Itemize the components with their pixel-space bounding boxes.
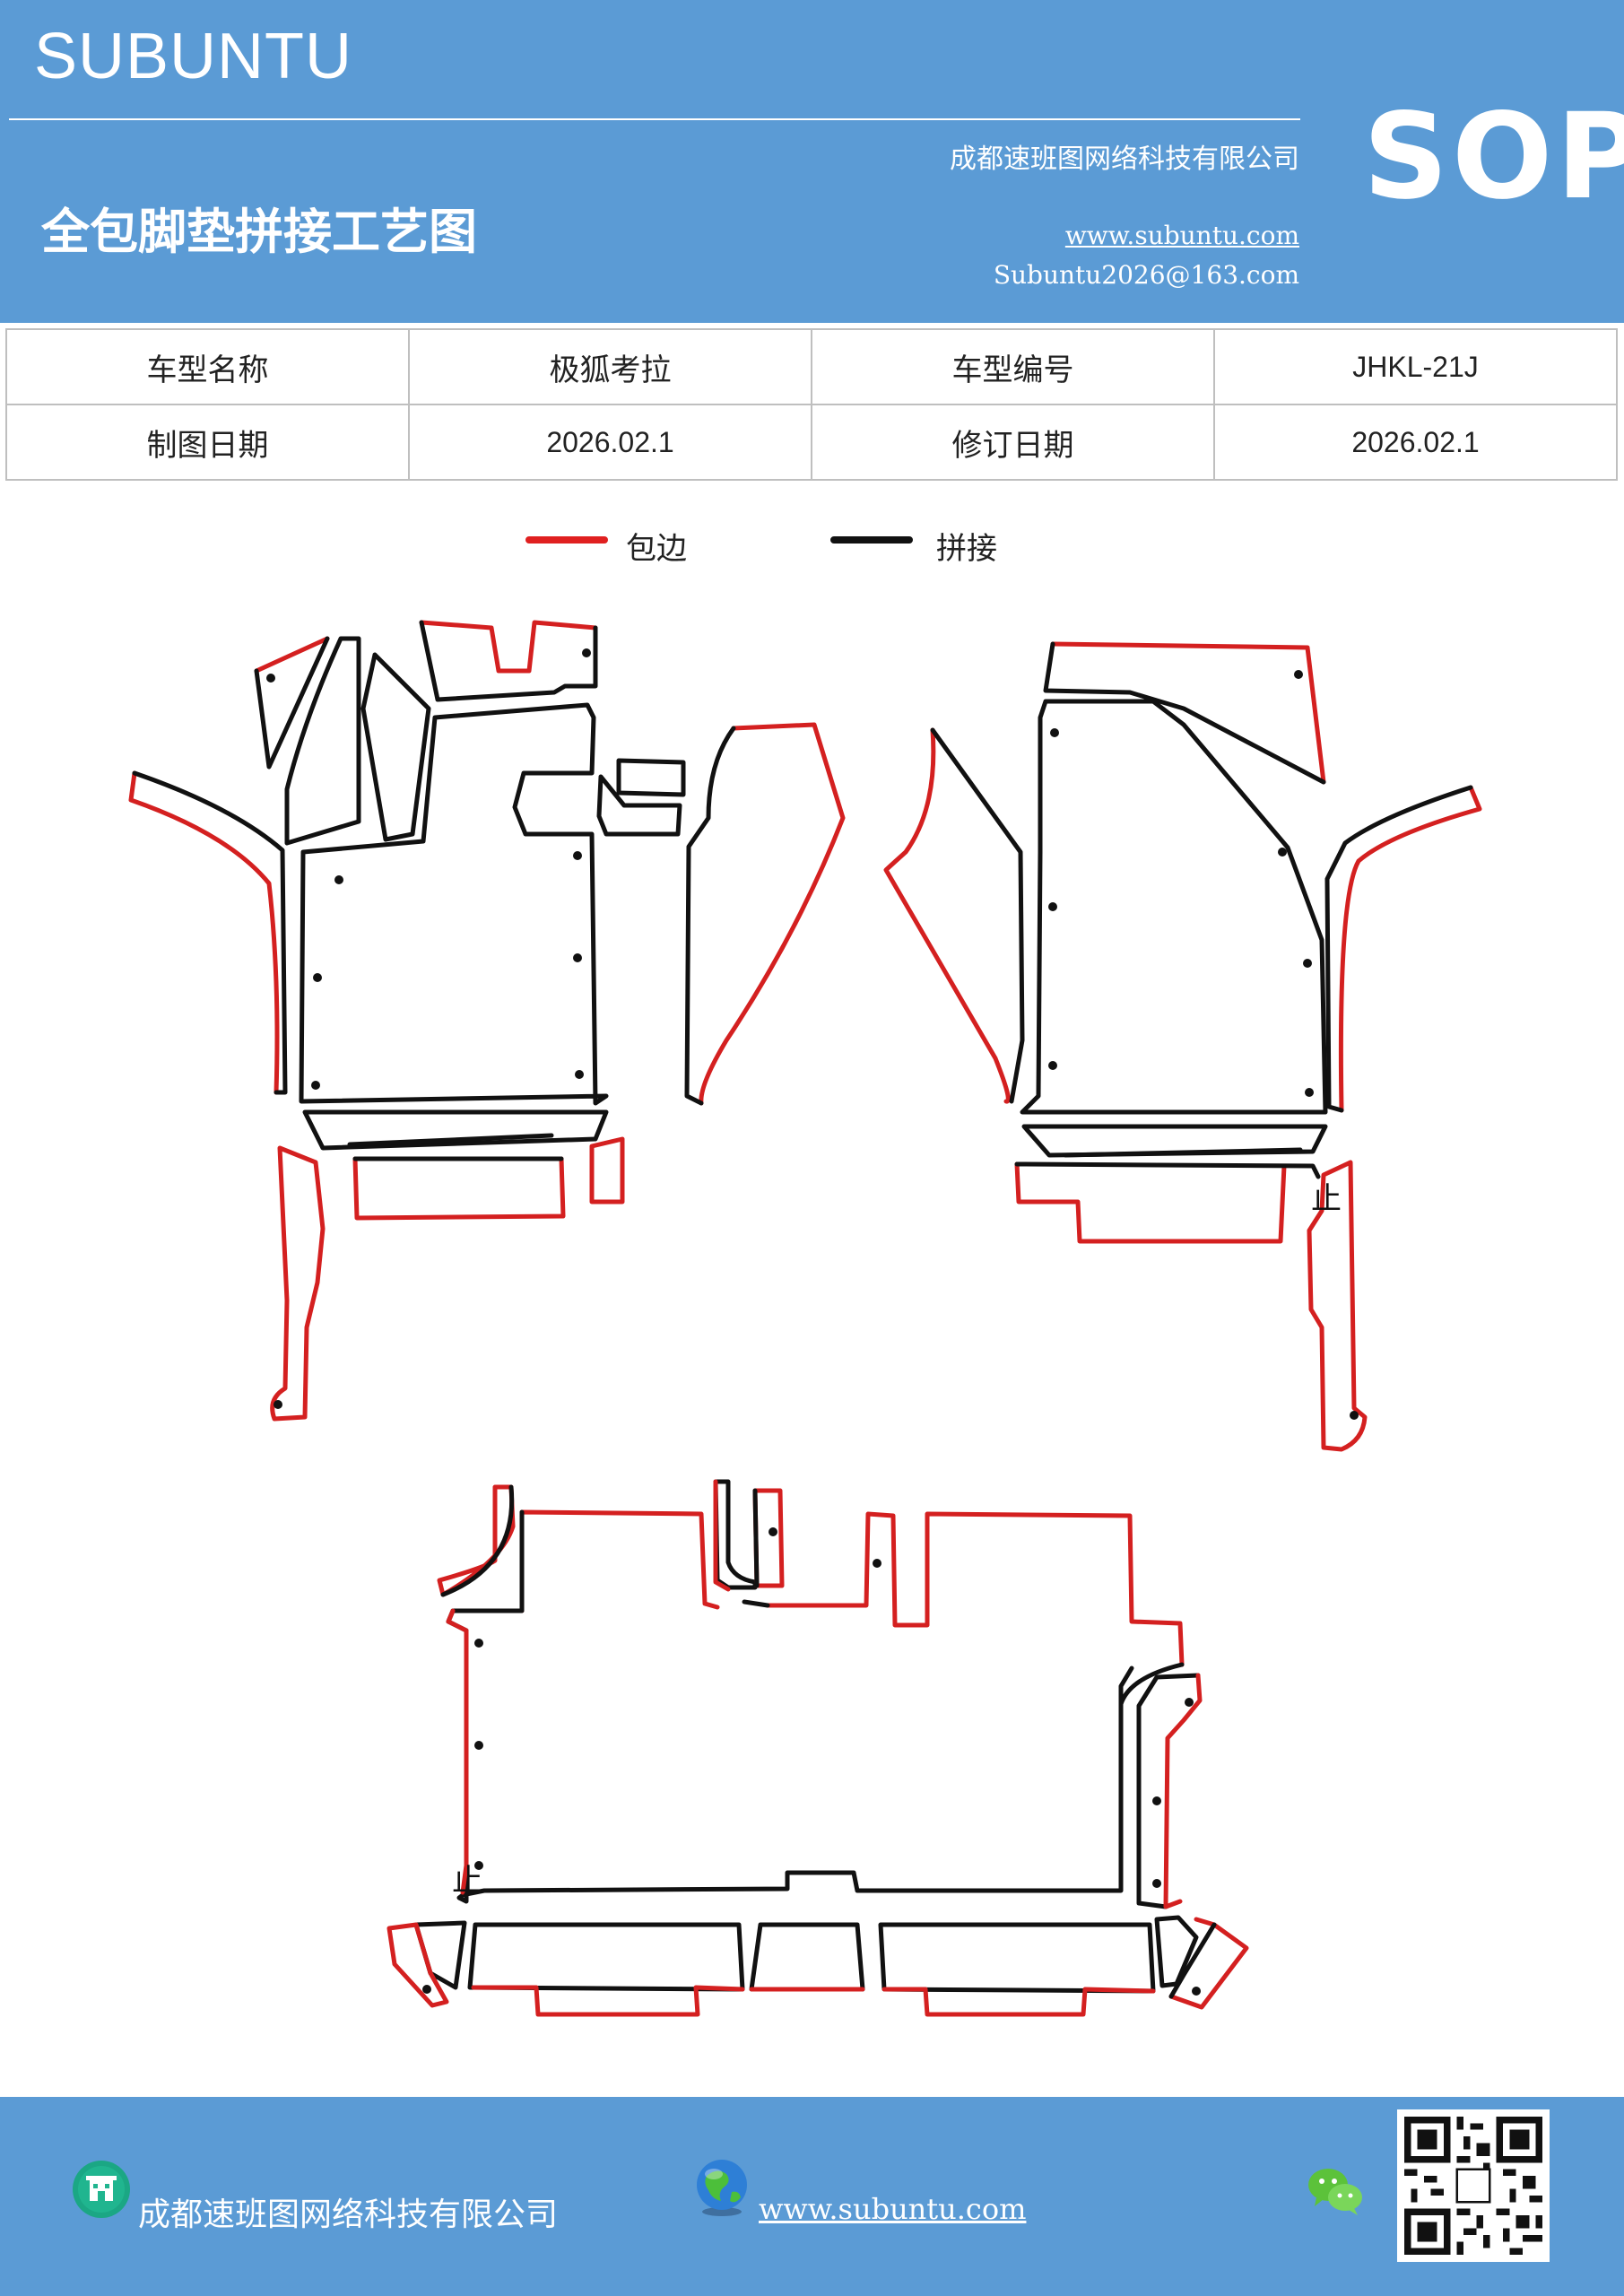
stop-mark-right: 止: [1311, 1181, 1342, 1217]
mat-assembly-drawing: 止 止: [128, 620, 1482, 2017]
building-icon: [72, 2160, 131, 2222]
page-title: 全包脚垫拼接工艺图: [41, 203, 477, 260]
stop-mark-left: 止: [452, 1863, 482, 1899]
legend-edge-swatch: [525, 536, 608, 544]
model-code-value: JHKL-21J: [1213, 328, 1618, 405]
footer-website-link[interactable]: www.subuntu.com: [759, 2192, 1027, 2226]
table-row: 车型名称 极狐考拉 车型编号 JHKL-21J: [5, 328, 1618, 405]
header-website-link[interactable]: www.subuntu.com: [1064, 221, 1299, 250]
rear-mat-group: [386, 1479, 1249, 2017]
legend-joint-swatch: [830, 536, 913, 544]
legend-edge-label: 包边: [626, 531, 687, 567]
qr-code-icon[interactable]: [1397, 2109, 1550, 2262]
front-right-mat-group: [883, 641, 1482, 1452]
sop-badge: SOP: [1363, 88, 1624, 226]
model-code-label: 车型编号: [811, 328, 1215, 405]
draw-date-value: 2026.02.1: [408, 404, 812, 481]
table-row: 制图日期 2026.02.1 修订日期 2026.02.1: [5, 404, 1618, 481]
revise-date-label: 修订日期: [811, 404, 1215, 481]
header-email[interactable]: Subuntu2026@163.com: [993, 260, 1299, 290]
legend-joint-label: 拼接: [936, 531, 997, 567]
model-name-label: 车型名称: [5, 328, 410, 405]
revise-date-value: 2026.02.1: [1213, 404, 1618, 481]
model-name-value: 极狐考拉: [408, 328, 812, 405]
fastener-dots: [266, 648, 1359, 1996]
footer-company: 成都速班图网络科技有限公司: [138, 2196, 559, 2233]
header-divider: [9, 118, 1300, 120]
page-header: [0, 0, 1624, 323]
draw-date-label: 制图日期: [5, 404, 410, 481]
globe-icon: [690, 2156, 753, 2222]
brand-name: SUBUNTU: [34, 21, 353, 92]
vehicle-info-table: 车型名称 极狐考拉 车型编号 JHKL-21J 制图日期 2026.02.1 修…: [5, 328, 1618, 481]
header-company: 成都速班图网络科技有限公司: [950, 144, 1299, 175]
front-left-mat-group: [128, 620, 846, 1422]
wechat-icon[interactable]: [1306, 2165, 1365, 2222]
